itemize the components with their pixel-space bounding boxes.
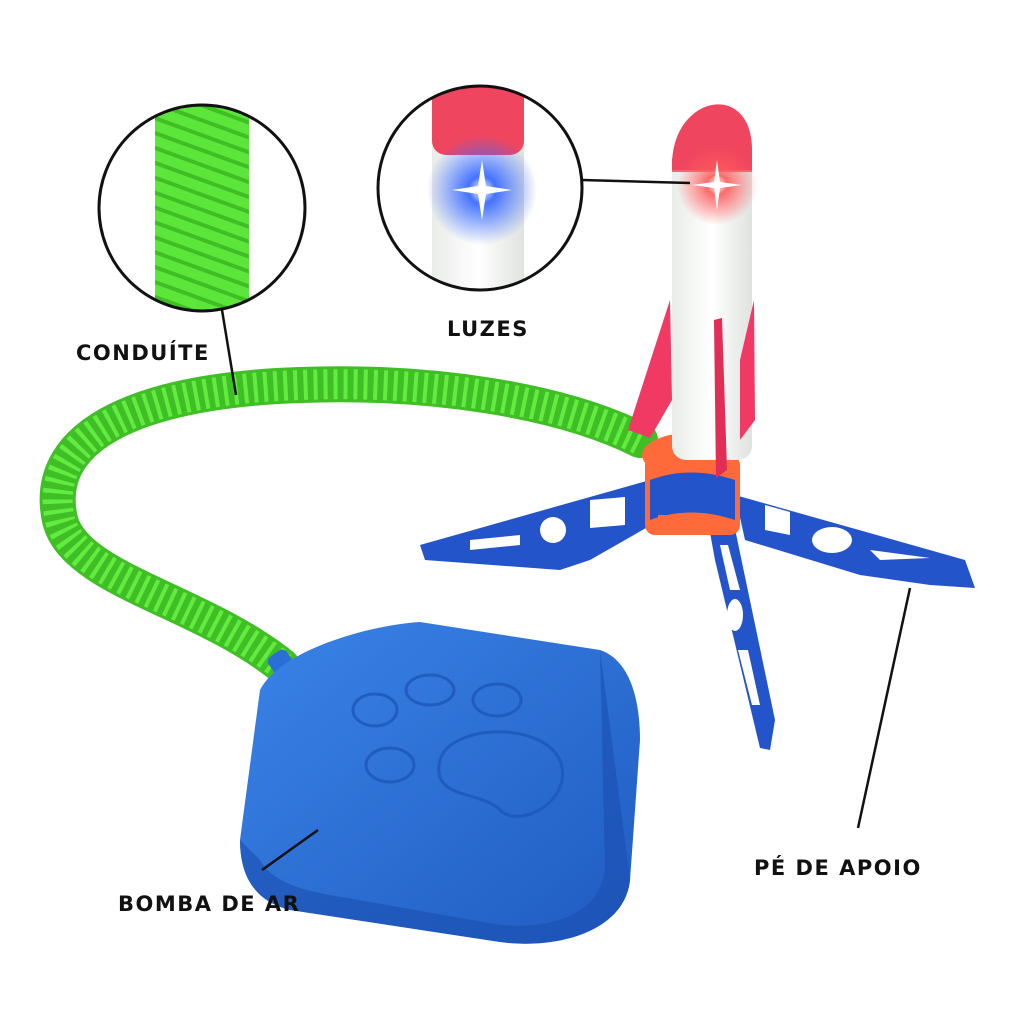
label-pe-de-apoio: PÉ DE APOIO bbox=[754, 856, 922, 880]
launch-stand bbox=[420, 433, 975, 750]
lights-zoom-inset bbox=[376, 84, 584, 292]
label-conduite: CONDUÍTE bbox=[76, 341, 210, 365]
callout-line-conduite bbox=[220, 309, 238, 396]
conduit-hose bbox=[39, 366, 658, 684]
callout-line-bomba bbox=[261, 828, 319, 872]
callout-line-pe bbox=[856, 587, 912, 829]
label-bomba-de-ar: BOMBA DE AR bbox=[118, 892, 301, 916]
conduit-zoom-inset bbox=[97, 103, 307, 313]
air-pump bbox=[240, 622, 640, 944]
foam-rocket bbox=[628, 104, 757, 478]
callout-lines bbox=[220, 178, 912, 872]
callout-line-luzes bbox=[581, 178, 691, 185]
label-luzes: LUZES bbox=[447, 317, 529, 341]
